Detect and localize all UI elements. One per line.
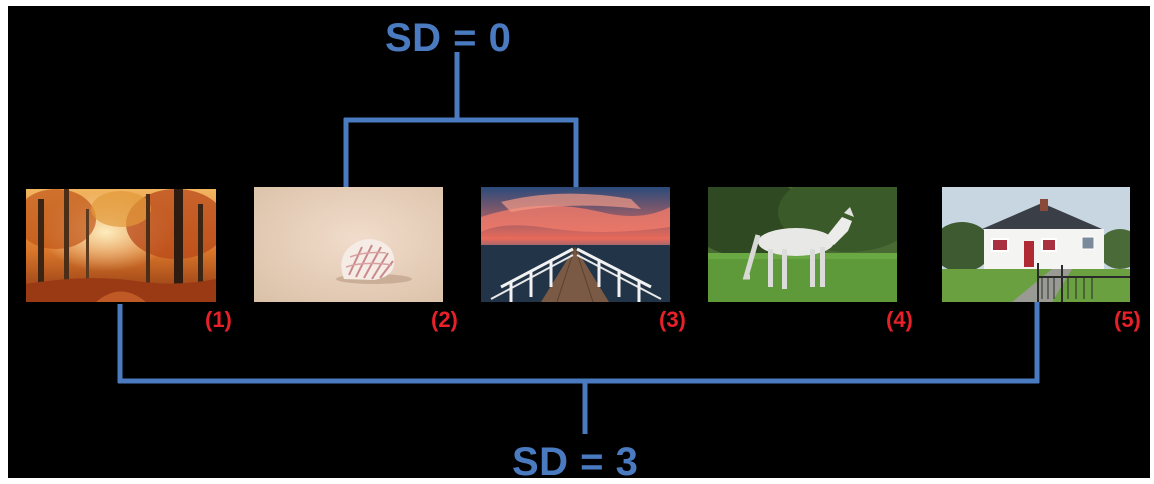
pier-sunset-photo — [481, 187, 670, 302]
image-label-4: (4) — [886, 307, 913, 332]
image-label-3: (3) — [659, 307, 686, 332]
connector-lines — [117, 52, 1040, 434]
white-horse-photo — [708, 187, 897, 302]
white-cottage-photo — [942, 187, 1130, 302]
sd-bottom-label: SD = 3 — [512, 440, 639, 478]
image-label-5: (5) — [1114, 307, 1141, 332]
sd-top-label: SD = 0 — [385, 16, 512, 60]
diagram-canvas: SD = 0 SD = 3 — [8, 6, 1150, 478]
seashell-photo — [254, 187, 443, 302]
autumn-forest-photo — [26, 189, 216, 302]
image-label-1: (1) — [205, 307, 232, 332]
image-label-2: (2) — [431, 307, 458, 332]
